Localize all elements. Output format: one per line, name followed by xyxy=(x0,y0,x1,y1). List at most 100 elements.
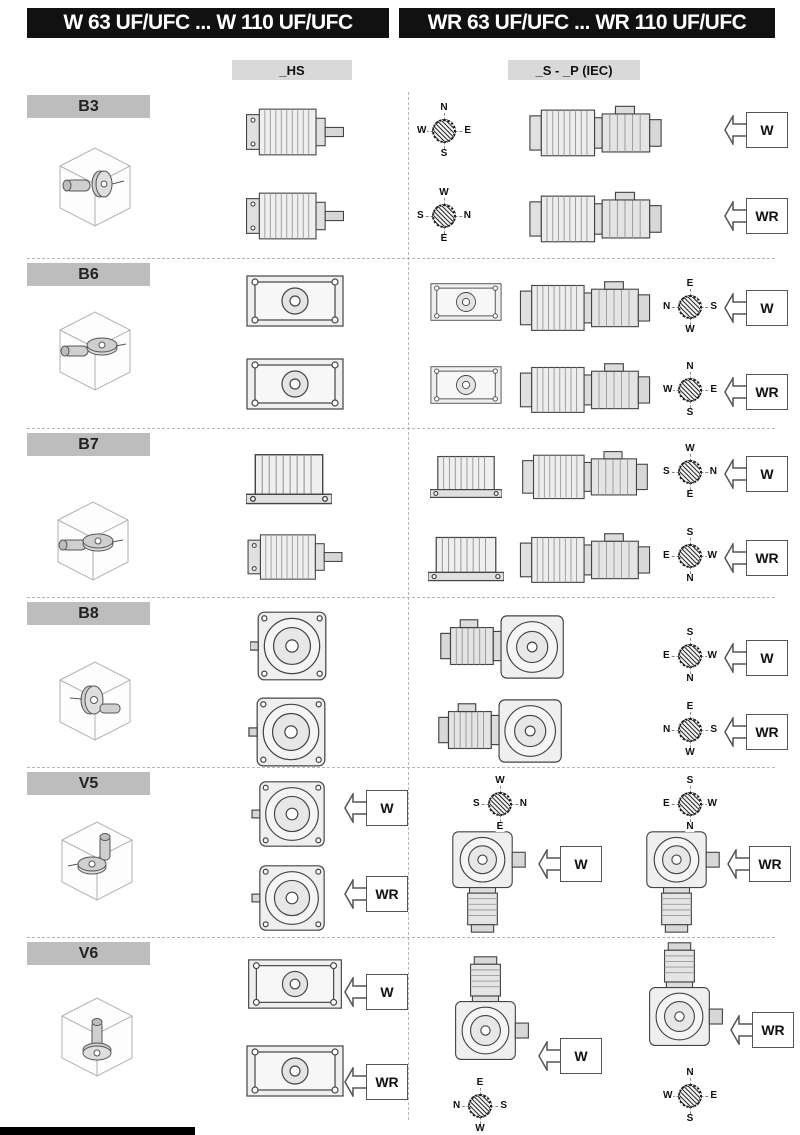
left-arrow-icon xyxy=(724,293,746,323)
variant-label: WR xyxy=(752,1012,794,1048)
compass-hub-icon xyxy=(678,378,702,402)
left-arrow-icon xyxy=(538,849,560,879)
sp-motor-gearbox-drawing-w xyxy=(440,615,564,679)
compass-letter-bottom: W xyxy=(684,747,696,758)
compass-letter-left: S xyxy=(416,210,425,221)
variant-label: W xyxy=(560,846,602,882)
variant-label: WR xyxy=(366,1064,408,1100)
compass-hub-icon xyxy=(678,644,702,668)
orientation-compass-wr: W N E S xyxy=(416,188,472,244)
compass-hub-icon xyxy=(678,792,702,816)
compass-letter-top: E xyxy=(475,1077,485,1088)
compass-letter-top: S xyxy=(685,627,695,638)
hs-variant-arrow-wr: WR xyxy=(344,876,408,912)
variant-arrow-w: W xyxy=(724,112,788,148)
variant-label: W xyxy=(746,290,788,326)
variant-arrow-w: W xyxy=(724,456,788,492)
sp-gearbox-drawing-w xyxy=(430,283,502,321)
orientation-compass-wr: N E S W xyxy=(662,362,718,418)
compass-letter-left: E xyxy=(662,798,671,809)
variant-label: W xyxy=(746,640,788,676)
orientation-compass-wr: E S W N xyxy=(662,702,718,758)
orientation-compass-wr: N E S W xyxy=(662,1068,718,1124)
sp-gearbox-motor-drawing-wr xyxy=(519,363,651,413)
compass-letter-right: N xyxy=(518,798,528,809)
orientation-compass-w: E S W N xyxy=(662,279,718,335)
compass-letter-top: W xyxy=(494,775,506,786)
compass-letter-bottom: S xyxy=(685,1113,695,1124)
variant-label: W xyxy=(366,974,408,1010)
orientation-compass-w: S W N E xyxy=(662,628,718,684)
compass-letter-bottom: W xyxy=(474,1123,486,1134)
compass-hub-icon xyxy=(432,204,456,228)
left-arrow-icon xyxy=(344,1067,366,1097)
compass-letter-bottom: N xyxy=(685,573,695,584)
variant-label: WR xyxy=(366,876,408,912)
hs-variant-arrow-wr: WR xyxy=(344,1064,408,1100)
row-separator xyxy=(27,258,775,259)
compass-hub-icon xyxy=(678,295,702,319)
hs-gearbox-drawing-w xyxy=(251,781,325,847)
variant-label: WR xyxy=(746,540,788,576)
header-right-title: WR 63 UF/UFC ... WR 110 UF/UFC xyxy=(399,8,775,38)
sp-gearbox-drawing-w xyxy=(430,455,502,498)
variant-label: W xyxy=(746,456,788,492)
compass-letter-left: N xyxy=(662,301,672,312)
compass-hub-icon xyxy=(488,792,512,816)
orientation-compass-w: W N E S xyxy=(662,444,718,500)
hs-gearbox-drawing-w xyxy=(246,454,332,505)
hs-gearbox-drawing-w xyxy=(250,611,327,681)
position-label-v6: V6 xyxy=(27,942,150,965)
compass-letter-right: W xyxy=(706,550,718,561)
compass-letter-right: S xyxy=(709,724,718,735)
sp-gearbox-drawing-wr xyxy=(428,536,504,582)
mounting-cube-b8 xyxy=(50,652,140,750)
compass-letter-left: N xyxy=(662,724,672,735)
mounting-cube-b3 xyxy=(50,138,140,236)
sp-gearbox-motor-drawing-w xyxy=(522,451,648,500)
compass-letter-top: S xyxy=(685,775,695,786)
mounting-cube-v5 xyxy=(52,812,142,910)
page-footer-bar xyxy=(0,1127,195,1135)
left-arrow-icon xyxy=(730,1015,752,1045)
hs-variant-arrow-w: W xyxy=(344,974,408,1010)
orientation-compass-w: N E S W xyxy=(416,103,472,159)
variant-arrow-wr: WR xyxy=(727,846,791,882)
compass-letter-bottom: E xyxy=(439,233,449,244)
left-arrow-icon xyxy=(538,1041,560,1071)
left-arrow-icon xyxy=(724,543,746,573)
hs-gearbox-drawing-wr xyxy=(248,697,326,767)
compass-letter-bottom: N xyxy=(685,821,695,832)
compass-letter-top: N xyxy=(439,102,449,113)
variant-arrow-w: W xyxy=(538,1038,602,1074)
orientation-compass-wr: S W N E xyxy=(662,776,718,832)
compass-letter-top: N xyxy=(685,1067,695,1078)
compass-letter-top: N xyxy=(685,361,695,372)
row-separator xyxy=(27,767,775,768)
compass-letter-right: W xyxy=(706,650,718,661)
row-separator xyxy=(27,937,775,938)
left-arrow-icon xyxy=(724,717,746,747)
hs-gearbox-drawing-wr xyxy=(251,865,325,931)
compass-letter-left: E xyxy=(662,550,671,561)
compass-letter-right: N xyxy=(708,466,718,477)
sp-gearbox-motor-down-drawing-w xyxy=(452,831,526,933)
compass-hub-icon xyxy=(678,460,702,484)
compass-letter-bottom: E xyxy=(685,489,695,500)
left-arrow-icon xyxy=(724,115,746,145)
variant-arrow-w: W xyxy=(538,846,602,882)
left-arrow-icon xyxy=(344,879,366,909)
row-separator xyxy=(27,428,775,429)
sp-gearbox-motor-up-drawing-wr xyxy=(649,942,723,1047)
compass-letter-top: W xyxy=(684,443,696,454)
compass-letter-left: S xyxy=(662,466,671,477)
compass-letter-right: S xyxy=(709,301,718,312)
variant-label: W xyxy=(560,1038,602,1074)
hs-gearbox-drawing-wr xyxy=(245,192,345,240)
left-arrow-icon xyxy=(344,977,366,1007)
sp-gearbox-drawing-wr xyxy=(430,366,502,404)
variant-arrow-w: W xyxy=(724,290,788,326)
compass-letter-right: W xyxy=(706,798,718,809)
variant-arrow-w: W xyxy=(724,640,788,676)
compass-hub-icon xyxy=(678,1084,702,1108)
